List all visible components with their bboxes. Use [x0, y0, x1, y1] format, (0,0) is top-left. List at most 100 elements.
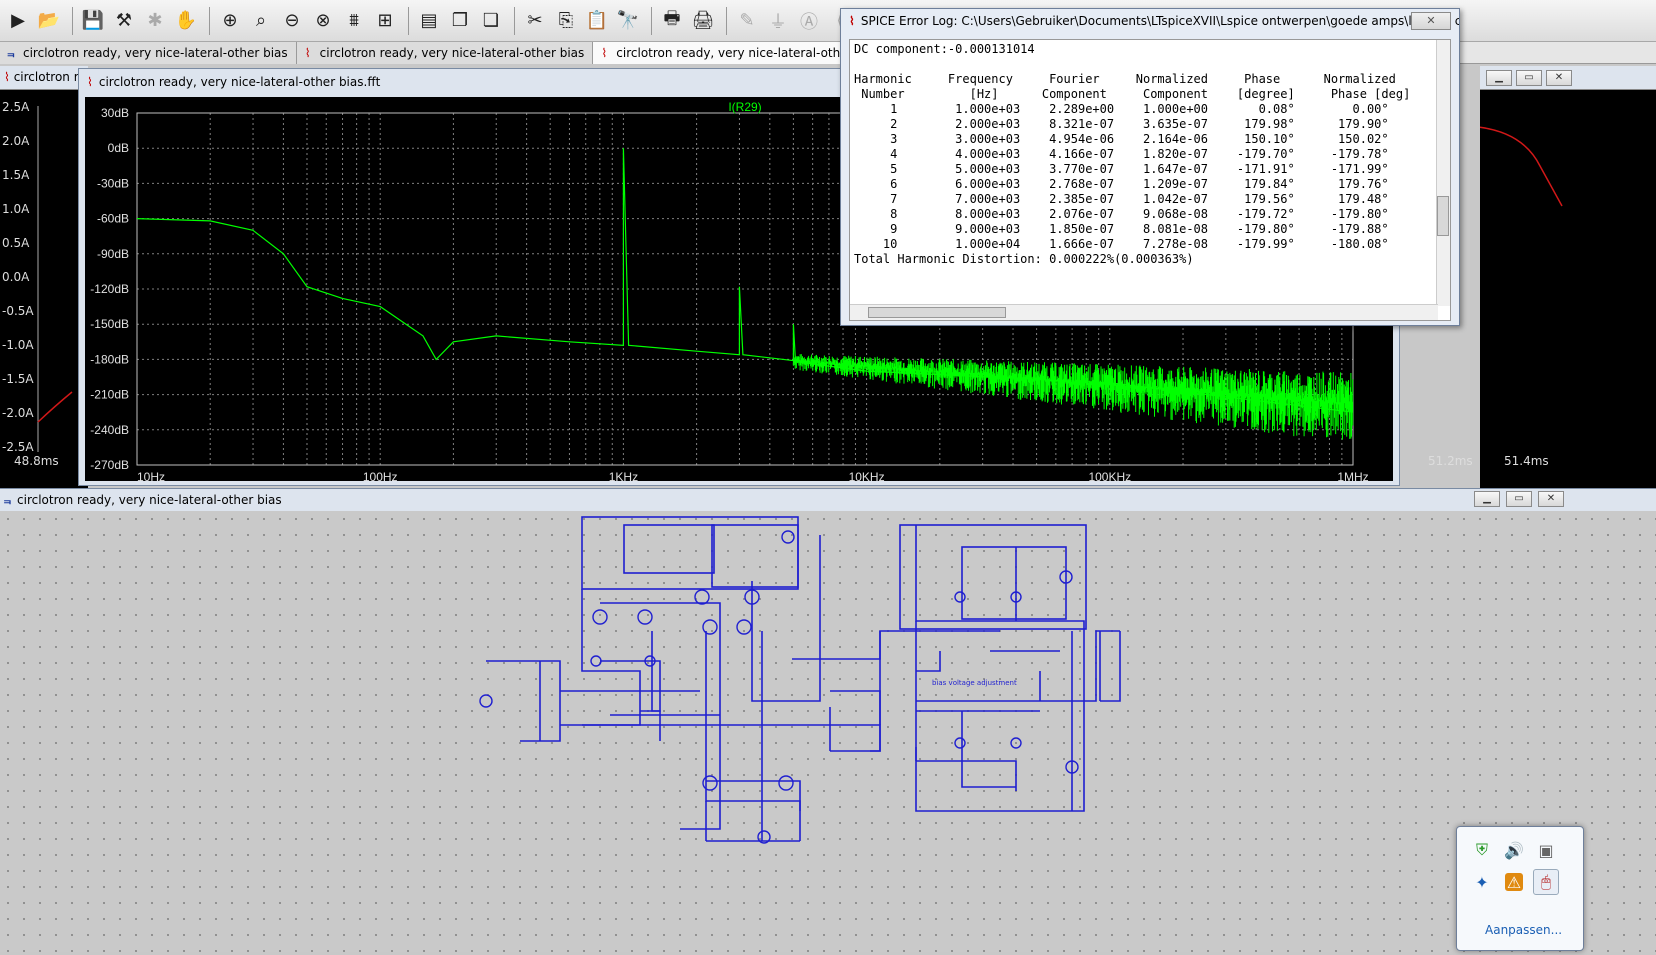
y-tick-label: -30dB [97, 176, 129, 190]
waveform-tab-icon: ⌇ [4, 70, 10, 84]
zoom-in-icon[interactable]: ⊕ [222, 10, 238, 31]
tile-horizontal-icon[interactable]: ▤ [420, 10, 438, 31]
background-x-left-label: 48.8ms [14, 454, 59, 468]
schematic-window: ⫬ circlotron ready, very nice-lateral-ot… [0, 488, 1656, 952]
close-button[interactable]: ✕ [1538, 491, 1564, 507]
background-right-titlebar: ▁ ▭ ✕ [1480, 66, 1656, 90]
minimize-button[interactable]: ▁ [1474, 491, 1500, 507]
toolbar-separator [514, 6, 515, 35]
tab-label: circlotron ready, very nice-lateral-othe… [616, 46, 898, 60]
monitor-icon[interactable]: 🖱 [1533, 869, 1559, 895]
cut-icon[interactable]: ✂ [527, 10, 543, 31]
y-tick-label: 30dB [101, 106, 129, 120]
zoom-out-icon[interactable]: ⊖ [284, 10, 300, 31]
background-y-tick: 0.0A [2, 270, 30, 284]
fft-noise-band [792, 354, 1354, 440]
schematic-tab-icon: ⫬ [7, 46, 15, 60]
maximize-button[interactable]: ▭ [1516, 70, 1542, 86]
background-trace [37, 391, 73, 423]
background-x-right-label-2: 51.4ms [1504, 454, 1549, 468]
control-panel-icon[interactable]: ⚒ [115, 10, 133, 31]
halt-icon[interactable]: ✱ [147, 10, 163, 31]
background-y-tick: -1.0A [2, 338, 34, 352]
y-tick-label: -240dB [90, 423, 129, 437]
schematic-transistors [479, 530, 1079, 844]
tab-3[interactable]: ⌇circlotron ready, very nice-lateral-oth… [593, 42, 907, 64]
x-tick-label: 10KHz [849, 470, 885, 481]
schematic-title: circlotron ready, very nice-lateral-othe… [17, 493, 282, 507]
toolbar-separator [726, 6, 727, 35]
minimize-button[interactable]: ▁ [1486, 70, 1512, 86]
background-y-tick: -2.5A [2, 440, 34, 454]
background-waveform-right: 51.2ms 51.4ms [1428, 66, 1656, 496]
vertical-scroll-thumb[interactable] [1437, 196, 1449, 236]
pan-icon[interactable]: ✋ [174, 10, 198, 31]
background-y-tick: 2.5A [2, 100, 30, 114]
save-icon[interactable]: 💾 [81, 10, 105, 31]
find-icon[interactable]: 🔭 [616, 10, 640, 31]
cascade-windows-icon[interactable]: ❐ [451, 10, 469, 31]
close-button[interactable]: ✕ [1546, 70, 1572, 86]
bluetooth-icon[interactable]: ✦ [1475, 872, 1489, 892]
horizontal-scroll-thumb[interactable] [868, 307, 1006, 318]
background-y-tick: -2.0A [2, 406, 34, 420]
speaker-icon[interactable]: 🔊 [1504, 840, 1524, 860]
spice-icon: ⌇ [849, 14, 855, 28]
schematic-wires [486, 516, 1121, 842]
label-net-icon[interactable]: Ⓐ [800, 11, 818, 33]
ground-icon[interactable]: ⏚ [769, 11, 787, 33]
error-log-text-area[interactable]: DC component:-0.000131014 Harmonic Frequ… [849, 39, 1451, 321]
autorange-icon[interactable]: ⩩ [349, 10, 359, 31]
x-tick-label: 100KHz [1088, 470, 1131, 481]
tab-1[interactable]: ⫬ circlotron ready, very nice-lateral-oth… [0, 42, 297, 64]
y-tick-label: -90dB [97, 247, 129, 261]
tab-label: circlotron ready, very nice-lateral-othe… [23, 46, 288, 60]
tab-label: circlotron ready, very nice-lateral-othe… [319, 46, 585, 60]
zoom-cancel-icon[interactable]: ⊗ [315, 10, 331, 31]
tab-2[interactable]: ⌇circlotron ready, very nice-lateral-oth… [296, 42, 594, 64]
notification-tray-popup: ⛨ 🔊 ▣ ✦ ⚠ 🖱 Aanpassen... [1456, 826, 1584, 951]
y-tick-label: -120dB [90, 282, 129, 296]
schematic-tab-icon: ⫬ [4, 492, 12, 507]
print-setup-icon[interactable]: 🖨 [691, 10, 715, 31]
run-icon[interactable]: ▶ [11, 10, 25, 31]
trace-label: I(R29) [728, 100, 761, 114]
security-shield-icon[interactable]: ⛨ [1475, 840, 1488, 859]
bias-annotation: bias voltage adjustment [932, 679, 1017, 687]
toolbar-separator [651, 6, 652, 35]
pick-traces-icon[interactable]: ⊞ [377, 10, 393, 31]
fft-window-titlebar[interactable]: ⌇ circlotron ready, very nice-lateral-ot… [79, 69, 1399, 95]
horizontal-scrollbar[interactable] [850, 304, 1438, 320]
zoom-full-icon[interactable]: ⌕ [255, 10, 267, 31]
x-tick-label: 1KHz [609, 470, 638, 481]
spice-error-log-window: ⌇ SPICE Error Log: C:\Users\Gebruiker\Do… [840, 8, 1460, 326]
background-trace-right [1480, 126, 1563, 207]
tray-customize-link[interactable]: Aanpassen... [1485, 923, 1563, 937]
device-icon[interactable]: ▣ [1538, 840, 1554, 860]
background-x-right-label-1: 51.2ms [1428, 454, 1473, 468]
background-y-tick: 1.0A [2, 202, 30, 216]
open-folder-icon[interactable]: 📂 [37, 10, 61, 31]
error-log-close-button[interactable]: ✕ [1411, 12, 1451, 30]
y-tick-label: -210dB [90, 388, 129, 402]
app-icon[interactable]: ⚠ [1505, 872, 1523, 892]
y-tick-label: -270dB [90, 458, 129, 472]
background-plot-title[interactable]: ⌇ circlotron ready, v [0, 66, 88, 90]
maximize-button[interactable]: ▭ [1506, 491, 1532, 507]
x-tick-label: 100Hz [363, 470, 398, 481]
y-tick-label: -150dB [90, 317, 129, 331]
schematic-drawing: bias voltage adjustment [479, 516, 1121, 844]
toolbar-separator [209, 6, 210, 35]
background-y-tick: 0.5A [2, 236, 30, 250]
error-log-titlebar[interactable]: ⌇ SPICE Error Log: C:\Users\Gebruiker\Do… [841, 9, 1459, 33]
print-icon[interactable]: 🖶 [663, 7, 681, 29]
copy-icon[interactable]: ⎘ [558, 10, 574, 31]
vertical-scrollbar[interactable] [1436, 40, 1450, 306]
paste-icon[interactable]: 📋 [585, 10, 609, 31]
schematic-canvas[interactable]: bias voltage adjustment [0, 511, 1656, 952]
tile-vertical-icon[interactable]: ❏ [482, 10, 500, 31]
draw-wire-icon[interactable]: ✎ [739, 10, 755, 31]
error-log-text: DC component:-0.000131014 Harmonic Frequ… [854, 42, 1411, 266]
schematic-titlebar[interactable]: ⫬ circlotron ready, very nice-lateral-ot… [0, 489, 1656, 511]
background-plot-title-text: circlotron ready, v [13, 70, 88, 84]
